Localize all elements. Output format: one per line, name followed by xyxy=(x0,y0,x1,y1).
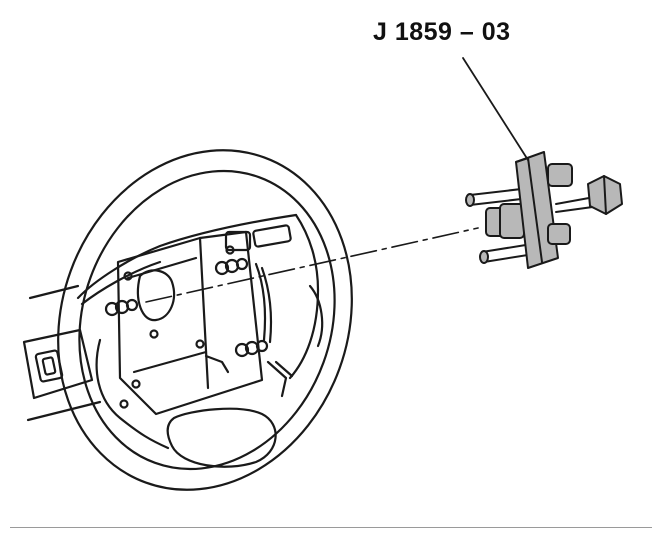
steering-column xyxy=(22,284,102,422)
bolt-lower xyxy=(234,339,269,358)
bottom-divider xyxy=(10,527,652,528)
bolt-upper xyxy=(214,257,249,276)
steering-wheel-puller-tool xyxy=(465,151,623,269)
steering-wheel-hub xyxy=(76,213,324,468)
callout-leader xyxy=(462,57,529,161)
hub-bolts xyxy=(104,257,269,358)
steering-wheel-rim xyxy=(57,149,353,491)
tool-number-label: J 1859 – 03 xyxy=(373,18,511,46)
bolt-left xyxy=(104,298,139,317)
alignment-centerline xyxy=(145,227,479,303)
